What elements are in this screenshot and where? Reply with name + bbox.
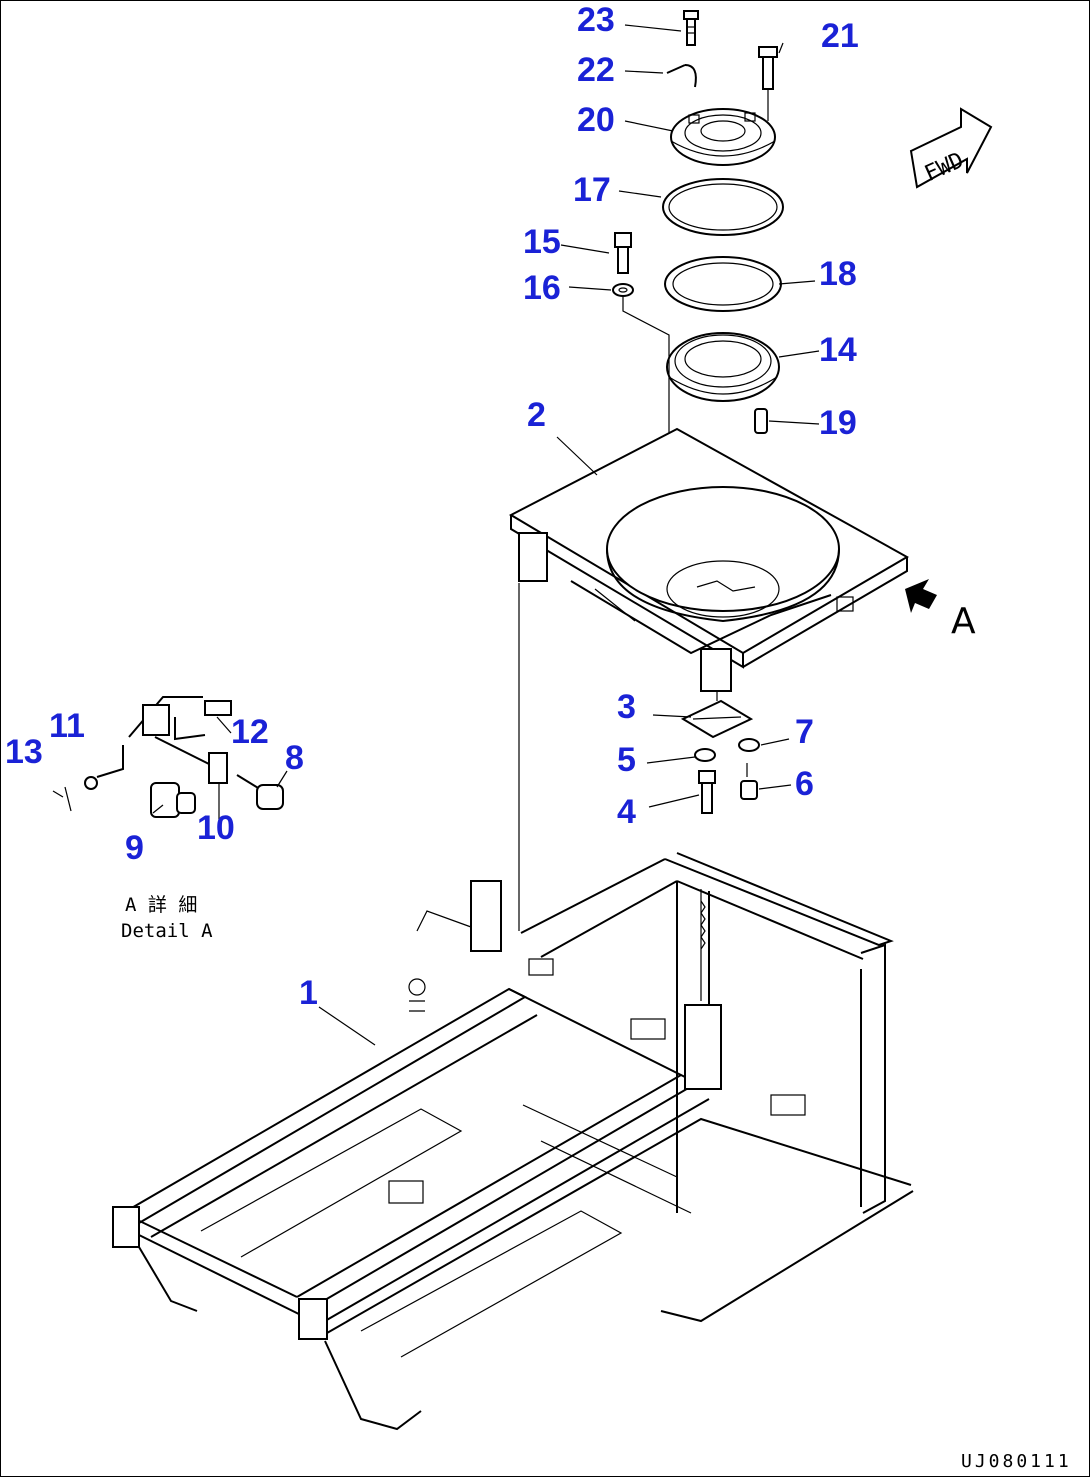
bolt-15 <box>614 232 632 274</box>
callout-10: 10 <box>197 809 235 847</box>
main-frame-1 <box>112 852 914 1431</box>
callout-11: 11 <box>49 707 85 745</box>
callout-19: 19 <box>819 404 857 442</box>
drawing-code: UJ080111 <box>961 1451 1072 1472</box>
callout-18: 18 <box>819 255 857 293</box>
detail-a-assembly <box>52 696 284 821</box>
callout-8: 8 <box>285 739 304 777</box>
pin-19 <box>754 408 768 434</box>
callout-21: 21 <box>821 17 859 55</box>
callout-23: 23 <box>577 1 615 39</box>
ring-17 <box>662 178 784 236</box>
callout-20: 20 <box>577 101 615 139</box>
callout-4: 4 <box>617 793 636 831</box>
washer-7 <box>738 738 760 752</box>
callout-7: 7 <box>795 713 814 751</box>
mount-plate-2 <box>508 427 910 692</box>
ring-18 <box>664 256 782 312</box>
view-marker-label: A <box>951 601 976 642</box>
callout-13: 13 <box>5 733 43 771</box>
callout-16: 16 <box>523 269 561 307</box>
bearing-cap-20 <box>670 108 776 166</box>
callout-2: 2 <box>527 396 546 434</box>
detail-a-en-label: Detail A <box>121 920 213 942</box>
callout-12: 12 <box>231 713 269 751</box>
shim-3 <box>680 699 754 739</box>
bolt-21 <box>758 46 778 121</box>
leader-lines <box>152 24 820 1046</box>
callout-3: 3 <box>617 688 636 726</box>
callout-14: 14 <box>819 331 857 369</box>
view-arrow-a: A <box>905 579 976 642</box>
callout-1: 1 <box>299 974 318 1012</box>
callout-22: 22 <box>577 51 615 89</box>
callout-15: 15 <box>523 223 561 261</box>
fwd-label: FWD <box>921 148 967 187</box>
callout-17: 17 <box>573 171 611 209</box>
fwd-arrow: FWD <box>909 107 993 189</box>
bolt-4 <box>698 770 716 814</box>
callout-6: 6 <box>795 765 814 803</box>
washer-5 <box>694 748 716 762</box>
bearing-ring-14 <box>666 332 780 402</box>
bolt-23 <box>683 10 699 46</box>
detail-a-jp-label: A 詳 細 <box>125 894 197 916</box>
callout-5: 5 <box>617 741 636 779</box>
clip-22 <box>666 64 697 88</box>
washer-16 <box>612 283 634 297</box>
nut-6 <box>740 763 758 800</box>
callout-9: 9 <box>125 829 144 867</box>
